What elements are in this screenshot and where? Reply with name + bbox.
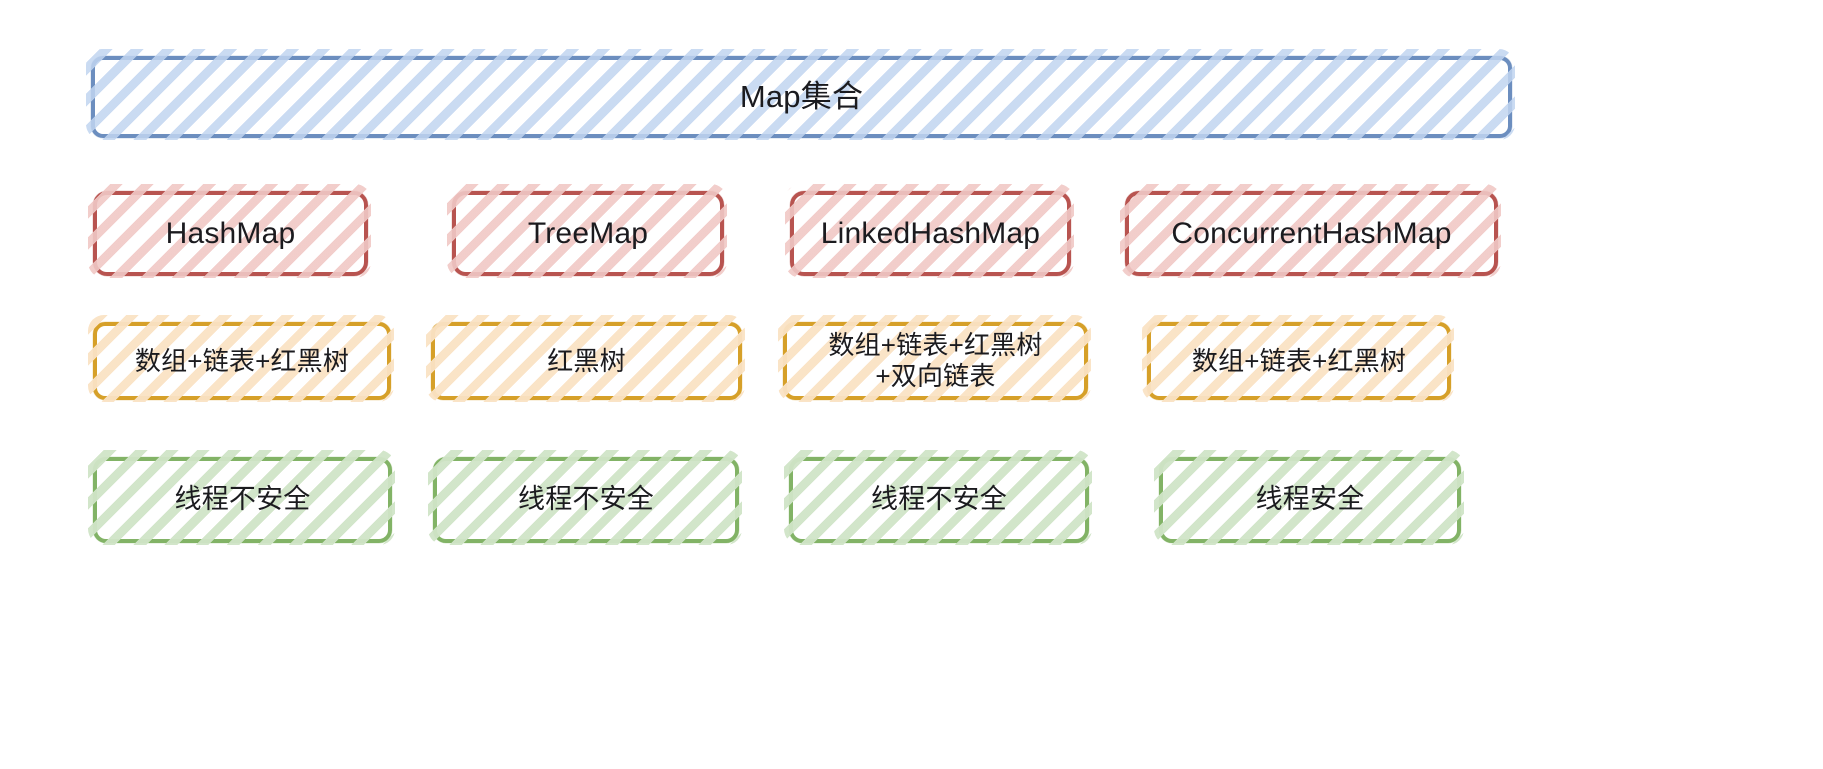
structure-label-linkedhashmap: 数组+链表+红黑树 +双向链表 — [828, 330, 1043, 391]
structure-box-hashmap[interactable]: 数组+链表+红黑树 — [88, 315, 394, 402]
thread-safety-label-linkedhashmap: 线程不安全 — [871, 484, 1007, 515]
thread-safety-box-linkedhashmap[interactable]: 线程不安全 — [784, 450, 1092, 545]
map-impl-box-treemap[interactable]: TreeMap — [447, 184, 727, 278]
structure-box-linkedhashmap[interactable]: 数组+链表+红黑树 +双向链表 — [778, 315, 1091, 402]
map-collection-title-label: Map集合 — [739, 78, 864, 114]
map-impl-label-concurrenthashmap: ConcurrentHashMap — [1171, 216, 1452, 250]
map-impl-label-linkedhashmap: LinkedHashMap — [820, 216, 1041, 250]
thread-safety-label-hashmap: 线程不安全 — [174, 484, 311, 515]
map-impl-box-hashmap[interactable]: HashMap — [88, 184, 371, 278]
thread-safety-label-concurrenthashmap: 线程安全 — [1255, 484, 1365, 515]
map-impl-box-linkedhashmap[interactable]: LinkedHashMap — [785, 184, 1074, 278]
thread-safety-box-hashmap[interactable]: 线程不安全 — [88, 450, 395, 545]
map-impl-label-treemap: TreeMap — [527, 216, 649, 250]
thread-safety-box-concurrenthashmap[interactable]: 线程安全 — [1154, 450, 1464, 545]
structure-box-treemap[interactable]: 红黑树 — [426, 315, 745, 402]
map-impl-box-concurrenthashmap[interactable]: ConcurrentHashMap — [1120, 184, 1501, 278]
thread-safety-label-treemap: 线程不安全 — [518, 484, 654, 515]
structure-label-hashmap: 数组+链表+红黑树 — [134, 345, 350, 376]
structure-label-concurrenthashmap: 数组+链表+红黑树 — [1191, 345, 1407, 376]
map-collection-title-box[interactable]: Map集合 — [86, 49, 1515, 140]
map-impl-label-hashmap: HashMap — [165, 216, 296, 250]
structure-box-concurrenthashmap[interactable]: 数组+链表+红黑树 — [1142, 315, 1454, 402]
thread-safety-box-treemap[interactable]: 线程不安全 — [428, 450, 742, 545]
structure-label-treemap: 红黑树 — [547, 345, 626, 376]
